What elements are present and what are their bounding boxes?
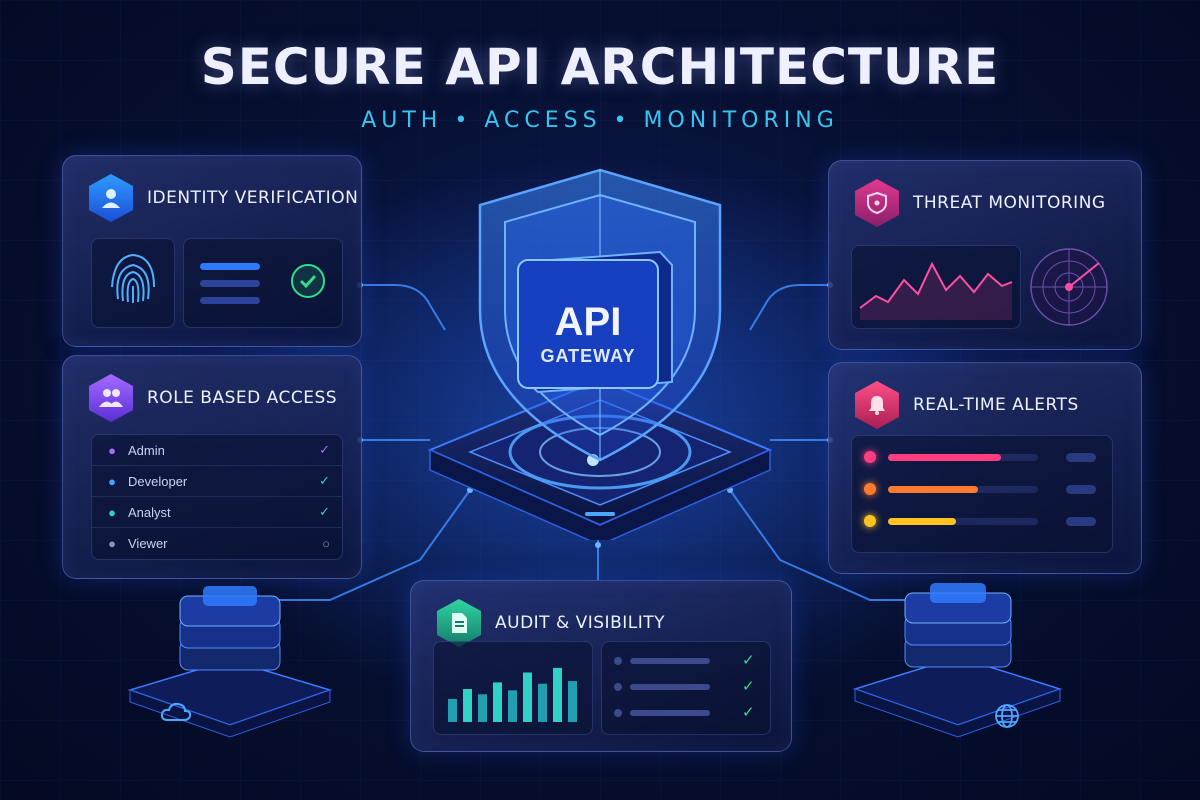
check-icon: ✓ bbox=[742, 652, 755, 669]
right-server-node bbox=[852, 583, 1063, 738]
real-time-alerts-panel: REAL-TIME ALERTS bbox=[828, 362, 1142, 574]
audit-log-box: ✓ ✓ ✓ bbox=[601, 641, 771, 735]
role-name: Analyst bbox=[128, 504, 171, 520]
threat-line-chart bbox=[859, 261, 1013, 320]
log-dot bbox=[614, 657, 622, 665]
audit-log-row[interactable]: ✓ bbox=[602, 652, 770, 672]
alert-dot bbox=[864, 451, 876, 463]
check-icon: ✓ bbox=[742, 704, 755, 721]
audit-bar-chart bbox=[448, 667, 577, 722]
threat-monitoring-panel: THREAT MONITORING bbox=[828, 160, 1142, 350]
audit-bar bbox=[538, 683, 547, 722]
log-bar bbox=[630, 658, 710, 664]
alert-dot bbox=[864, 515, 876, 527]
audit-log-row[interactable]: ✓ bbox=[602, 678, 770, 698]
audit-bar bbox=[478, 694, 487, 722]
threat-monitoring-title: THREAT MONITORING bbox=[913, 193, 1106, 213]
audit-bar bbox=[493, 682, 502, 722]
check-icon: ✓ bbox=[319, 504, 330, 519]
audit-log-row[interactable]: ✓ bbox=[602, 704, 770, 724]
alerts-list bbox=[851, 435, 1113, 553]
threat-chart-box bbox=[851, 245, 1021, 329]
audit-bar bbox=[463, 689, 472, 722]
page-subtitle: AUTH • ACCESS • MONITORING bbox=[361, 108, 839, 133]
person-icon: ● bbox=[108, 535, 116, 551]
alert-level-bar bbox=[888, 486, 978, 493]
audit-bar bbox=[508, 690, 517, 722]
audit-visibility-title: AUDIT & VISIBILITY bbox=[495, 613, 666, 633]
role-based-access-title: ROLE BASED ACCESS bbox=[147, 388, 338, 408]
audit-bar bbox=[568, 681, 577, 722]
user-icon bbox=[89, 174, 133, 222]
verification-bar bbox=[200, 297, 260, 304]
audit-visibility-panel: AUDIT & VISIBILITY ✓ ✓ ✓ bbox=[410, 580, 792, 752]
role-name: Developer bbox=[128, 473, 188, 489]
log-bar bbox=[630, 684, 710, 690]
audit-bar-chart-box bbox=[433, 641, 593, 735]
check-icon bbox=[291, 264, 325, 298]
role-row-viewer[interactable]: ● Viewer ○ bbox=[92, 528, 342, 558]
alert-action-pill[interactable] bbox=[1066, 517, 1096, 526]
alert-level-bar bbox=[888, 454, 1001, 461]
alert-action-pill[interactable] bbox=[1066, 485, 1096, 494]
globe-icon bbox=[995, 704, 1019, 728]
identity-verification-panel: IDENTITY VERIFICATION bbox=[62, 155, 362, 347]
role-name: Viewer bbox=[128, 535, 168, 551]
users-icon bbox=[89, 374, 133, 422]
person-icon: ● bbox=[108, 473, 116, 489]
gateway-label-line1: API bbox=[554, 300, 622, 344]
unchecked-circle-icon: ○ bbox=[322, 535, 330, 551]
log-dot bbox=[614, 683, 622, 691]
alert-level-bar bbox=[888, 518, 956, 525]
role-name: Admin bbox=[128, 442, 165, 458]
log-bar bbox=[630, 710, 710, 716]
alert-action-pill[interactable] bbox=[1066, 453, 1096, 462]
check-icon: ✓ bbox=[319, 473, 330, 488]
person-icon: ● bbox=[108, 504, 116, 520]
check-icon: ✓ bbox=[742, 678, 755, 695]
cloud-icon bbox=[160, 702, 192, 721]
radar-icon bbox=[1030, 248, 1108, 326]
real-time-alerts-title: REAL-TIME ALERTS bbox=[913, 395, 1079, 415]
verification-status-box bbox=[183, 238, 343, 328]
alert-dot bbox=[864, 483, 876, 495]
roles-list: ● Admin ✓ ● Developer ✓ ● Analyst ✓ ● Vi… bbox=[91, 434, 343, 560]
gateway-label-line2: GATEWAY bbox=[540, 346, 636, 366]
verification-bar bbox=[200, 263, 260, 270]
role-row-admin[interactable]: ● Admin ✓ bbox=[92, 435, 342, 466]
page-title: SECURE API ARCHITECTURE bbox=[200, 38, 1000, 96]
check-icon: ✓ bbox=[319, 442, 330, 457]
fingerprint-box bbox=[91, 238, 175, 328]
fingerprint-icon bbox=[111, 253, 155, 303]
role-row-developer[interactable]: ● Developer ✓ bbox=[92, 466, 342, 497]
shield-alert-icon bbox=[855, 179, 899, 227]
log-dot bbox=[614, 709, 622, 717]
role-based-access-panel: ROLE BASED ACCESS ● Admin ✓ ● Developer … bbox=[62, 355, 362, 579]
api-gateway-graphic bbox=[427, 168, 773, 540]
role-row-analyst[interactable]: ● Analyst ✓ bbox=[92, 497, 342, 528]
audit-bar bbox=[523, 672, 532, 722]
verification-bar bbox=[200, 280, 260, 287]
bell-icon bbox=[855, 381, 899, 429]
left-server-node bbox=[127, 586, 333, 738]
alert-level-track bbox=[888, 518, 1038, 525]
audit-bar bbox=[553, 667, 562, 722]
audit-bar bbox=[448, 698, 457, 722]
document-icon bbox=[437, 599, 481, 647]
person-icon: ● bbox=[108, 442, 116, 458]
identity-verification-title: IDENTITY VERIFICATION bbox=[147, 188, 359, 208]
